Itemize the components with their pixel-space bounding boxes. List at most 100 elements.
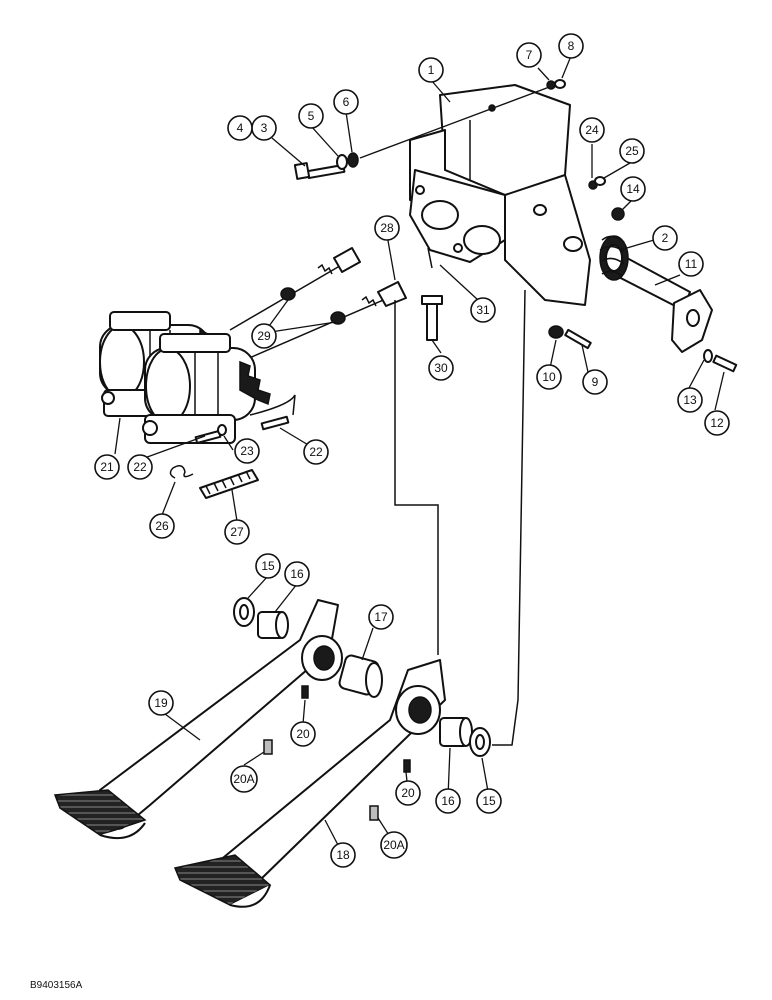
washer-15-lower xyxy=(469,727,491,757)
grease-fitting-20a-upper xyxy=(263,739,273,755)
callout-14: 14 xyxy=(620,176,646,202)
callout-label: 23 xyxy=(240,444,254,458)
callout-21: 21 xyxy=(94,454,120,480)
pedal-support-bracket xyxy=(409,84,591,306)
washer-15-upper xyxy=(233,597,255,627)
callout-20a: 20A xyxy=(230,765,258,793)
callout-label: 10 xyxy=(542,370,556,384)
callout-9: 9 xyxy=(582,369,608,395)
callout-7: 7 xyxy=(516,42,542,68)
callout-20a: 20A xyxy=(380,831,408,859)
assembly-line-cable xyxy=(394,300,439,655)
callout-label: 12 xyxy=(710,416,724,430)
return-spring-27 xyxy=(199,469,259,499)
washer-13 xyxy=(703,349,713,363)
callout-31: 31 xyxy=(470,297,496,323)
callout-label: 18 xyxy=(336,848,350,862)
callout-20: 20 xyxy=(395,780,421,806)
drawing-id: B9403156A xyxy=(30,980,83,991)
callout-6: 6 xyxy=(333,89,359,115)
callout-label: 3 xyxy=(261,121,268,135)
push-rod-upper xyxy=(229,247,361,331)
callout-12: 12 xyxy=(704,410,730,436)
callout-18: 18 xyxy=(330,842,356,868)
nut-14 xyxy=(611,207,625,221)
cross-shaft xyxy=(599,235,713,353)
callout-label: 14 xyxy=(626,182,640,196)
callout-15: 15 xyxy=(255,553,281,579)
callout-22: 22 xyxy=(303,439,329,465)
leader-lines xyxy=(114,55,725,846)
callout-29: 29 xyxy=(251,323,277,349)
callout-label: 20 xyxy=(296,727,310,741)
callout-label: 7 xyxy=(526,48,533,62)
washer-5 xyxy=(336,154,348,170)
grease-fitting-20a-lower xyxy=(369,805,379,821)
callout-label: 20A xyxy=(383,838,404,852)
callout-label: 15 xyxy=(261,559,275,573)
callout-label: 11 xyxy=(685,257,698,271)
callout-group: 123456789101112131415151616171819202020A… xyxy=(94,33,730,868)
pedal-18 xyxy=(173,659,446,908)
grease-fitting-20-upper xyxy=(301,685,309,699)
callout-17: 17 xyxy=(368,604,394,630)
callout-label: 24 xyxy=(585,123,599,137)
callout-label: 27 xyxy=(230,525,244,539)
callout-15: 15 xyxy=(476,788,502,814)
pedal-19 xyxy=(53,599,343,839)
callout-label: 20 xyxy=(401,786,415,800)
callout-label: 29 xyxy=(257,329,271,343)
callout-label: 2 xyxy=(662,231,669,245)
bolt-30 xyxy=(421,295,443,341)
bushing-17 xyxy=(338,654,383,698)
callout-label: 13 xyxy=(683,393,697,407)
callout-label: 8 xyxy=(568,39,575,53)
callout-13: 13 xyxy=(677,387,703,413)
callout-label: 26 xyxy=(155,519,169,533)
callout-30: 30 xyxy=(428,355,454,381)
washer-25 xyxy=(594,176,606,186)
callout-label: 17 xyxy=(374,610,388,624)
callout-label: 6 xyxy=(343,95,350,109)
callout-23: 23 xyxy=(234,438,260,464)
push-rod-lower xyxy=(239,281,407,363)
nut-6 xyxy=(347,152,359,168)
clip-26 xyxy=(169,465,194,479)
callout-16: 16 xyxy=(435,788,461,814)
callout-label: 25 xyxy=(625,144,639,158)
callout-2: 2 xyxy=(652,225,678,251)
washer-8 xyxy=(554,79,566,89)
callout-24: 24 xyxy=(579,117,605,143)
nut-7 xyxy=(546,80,556,90)
callout-20: 20 xyxy=(290,721,316,747)
hose-line xyxy=(249,394,296,416)
callout-16: 16 xyxy=(284,561,310,587)
callout-label: 9 xyxy=(592,375,599,389)
callout-8: 8 xyxy=(558,33,584,59)
callout-label: 28 xyxy=(380,221,394,235)
callout-label: 1 xyxy=(428,63,435,77)
bolt-22-upper xyxy=(260,415,290,431)
callout-label: 20A xyxy=(233,772,254,786)
callout-1: 1 xyxy=(418,57,444,83)
bolt-12 xyxy=(712,354,738,373)
assembly-line-right xyxy=(492,289,526,746)
bolt-3 xyxy=(293,162,346,180)
callout-label: 22 xyxy=(309,445,323,459)
callout-19: 19 xyxy=(148,690,174,716)
master-cylinder-front xyxy=(142,333,271,444)
callout-11: 11 xyxy=(678,251,704,277)
callout-label: 22 xyxy=(133,460,147,474)
callout-label: 21 xyxy=(100,460,114,474)
callout-label: 4 xyxy=(237,121,244,135)
callout-5: 5 xyxy=(298,103,324,129)
callout-label: 30 xyxy=(434,361,448,375)
callout-4: 4 xyxy=(227,115,253,141)
callout-label: 15 xyxy=(482,794,496,808)
assembly-line-upper xyxy=(359,85,553,159)
callout-label: 5 xyxy=(308,109,315,123)
callout-27: 27 xyxy=(224,519,250,545)
callout-28: 28 xyxy=(374,215,400,241)
